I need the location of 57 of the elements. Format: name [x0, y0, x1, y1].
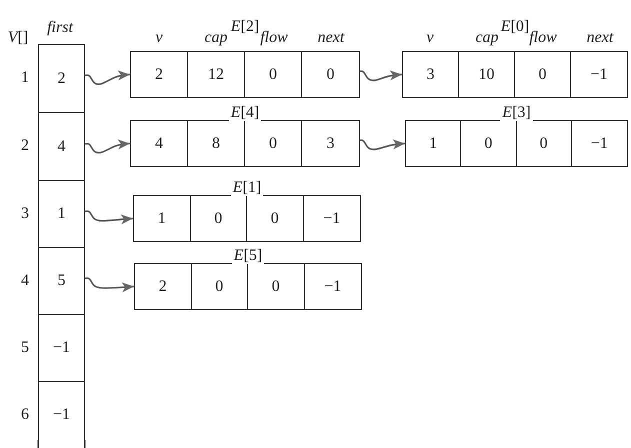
- record-heading: E[4]: [228, 104, 262, 121]
- field-name: next: [586, 30, 614, 46]
- array-cell: 0: [516, 121, 572, 166]
- field-name: flow: [260, 30, 288, 46]
- field-name: v: [155, 30, 163, 46]
- arrow: [358, 139, 406, 150]
- array-cell: 12: [188, 52, 245, 97]
- row-index: 1: [21, 70, 29, 86]
- array-cell: 0: [248, 264, 304, 309]
- record-heading: E[5]: [232, 247, 264, 264]
- array-cell: 0: [245, 121, 302, 166]
- array-cell: 4: [38, 113, 85, 181]
- field-name: flow: [529, 30, 557, 46]
- array-cell: −1: [304, 264, 361, 309]
- array-cell: 3: [302, 121, 359, 166]
- array-cell: 10: [459, 52, 515, 97]
- array-cell: 0: [302, 52, 359, 97]
- field-name: cap: [475, 30, 499, 46]
- array-cell: 2: [38, 44, 85, 113]
- field-name: v: [426, 30, 434, 46]
- array-cell: 0: [245, 52, 302, 97]
- record-heading: E[0]: [498, 18, 532, 35]
- array-cell: 1: [38, 181, 85, 248]
- array-name: V[]: [8, 30, 28, 46]
- array-cell: 0: [190, 196, 247, 241]
- array-cell: 0: [247, 196, 304, 241]
- array-cell: 5: [38, 248, 85, 315]
- array-cell: −1: [571, 52, 627, 97]
- array-cell: −1: [304, 196, 360, 241]
- field-name: cap: [204, 30, 228, 46]
- array-cell: 0: [461, 121, 516, 166]
- array-cell: 0: [515, 52, 571, 97]
- row-index: 4: [21, 273, 29, 289]
- array-cell: 1: [406, 121, 462, 166]
- row-index: 3: [21, 206, 29, 222]
- arrow: [358, 70, 402, 82]
- array-cell: 3: [403, 52, 459, 97]
- array-cell: 2: [135, 264, 192, 309]
- array-cell: 0: [192, 264, 248, 309]
- row-index: 2: [21, 138, 29, 154]
- array-cell: 4: [131, 121, 188, 166]
- arrow: [84, 70, 130, 85]
- field-name: next: [318, 30, 344, 46]
- arrow: [84, 210, 134, 224]
- row-index: 6: [21, 407, 29, 423]
- array-cell: −1: [38, 315, 85, 382]
- arrow: [84, 277, 134, 292]
- array-cell: 2: [131, 52, 188, 97]
- record-heading: E[3]: [500, 104, 533, 121]
- record-heading: E[2]: [228, 18, 262, 35]
- record-heading: E[1]: [230, 179, 264, 196]
- row-index: 5: [21, 340, 29, 356]
- array-cell: 8: [188, 121, 245, 166]
- array-cell: 1: [134, 196, 190, 241]
- array-cell: −1: [38, 382, 85, 448]
- arrow: [84, 139, 130, 154]
- array-cell: −1: [572, 121, 627, 166]
